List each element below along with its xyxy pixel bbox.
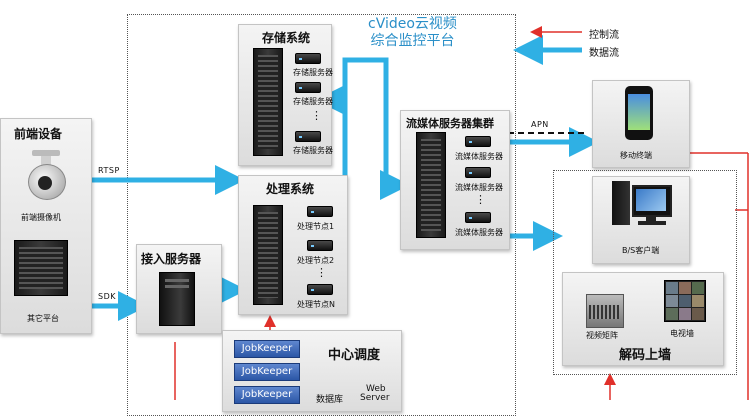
camera-icon <box>24 150 68 200</box>
storage-server-label: 存储服务器 <box>293 68 333 77</box>
rtsp-label: RTSP <box>98 166 120 175</box>
storage-title: 存储系统 <box>262 31 311 45</box>
processing-rack-icon <box>253 205 283 305</box>
decode-title: 解码上墙 <box>619 348 672 363</box>
video-matrix-icon <box>586 294 624 328</box>
camera-label: 前端摄像机 <box>21 213 61 222</box>
streaming-server-label: 流媒体服务器 <box>455 228 503 237</box>
mobile-label: 移动终端 <box>620 151 652 160</box>
legend-data-label: 数据流 <box>589 48 619 59</box>
platform-title: cVideo云视频 综合监控平台 <box>368 16 457 50</box>
streaming-server-label: 流媒体服务器 <box>455 183 503 192</box>
jobkeeper-box: JobKeeper <box>234 340 300 358</box>
bs-client-label: B/S客户端 <box>622 246 660 255</box>
storage-server-icon <box>295 131 321 142</box>
frontend-title: 前端设备 <box>14 127 63 141</box>
processing-ellipsis: ⋮ <box>316 266 327 279</box>
processing-node-icon <box>307 284 333 295</box>
processing-node-label: 处理节点N <box>297 300 335 309</box>
database-label: 数据库 <box>316 395 344 405</box>
processing-to-storage-arrow <box>315 85 348 188</box>
processing-node-icon <box>307 206 333 217</box>
video-matrix-label: 视频矩阵 <box>586 331 618 340</box>
access-server-title: 接入服务器 <box>141 252 202 266</box>
sdk-label: SDK <box>98 292 116 301</box>
storage-rack-icon <box>253 48 283 156</box>
storage-server-icon <box>295 82 321 93</box>
tower-server-icon <box>159 272 195 326</box>
storage-server-label: 存储服务器 <box>293 146 333 155</box>
storage-processing-to-stream-arrow <box>342 57 410 200</box>
web-label: Web <box>366 384 386 394</box>
streaming-title: 流媒体服务器集群 <box>406 117 494 130</box>
platform-title-line2: 综合监控平台 <box>370 33 455 49</box>
other-platform-label: 其它平台 <box>27 314 59 323</box>
streaming-server-label: 流媒体服务器 <box>455 152 503 161</box>
phone-icon <box>625 86 653 140</box>
streaming-server-icon <box>465 136 491 147</box>
jobkeeper-box: JobKeeper <box>234 386 300 404</box>
client-region <box>553 170 737 375</box>
processing-node-icon <box>307 240 333 251</box>
other-platform-icon <box>14 240 68 296</box>
server-label: Server <box>360 393 390 403</box>
storage-server-label: 存储服务器 <box>293 97 333 106</box>
processing-node-label: 处理节点1 <box>297 222 335 231</box>
platform-title-line1: cVideo云视频 <box>368 16 457 32</box>
processing-title: 处理系统 <box>266 182 315 196</box>
jobkeeper-box: JobKeeper <box>234 363 300 381</box>
desktop-icon <box>612 181 672 229</box>
storage-server-icon <box>295 53 321 64</box>
processing-node-label: 处理节点2 <box>297 256 335 265</box>
legend-control-label: 控制流 <box>589 30 619 41</box>
frontend-panel <box>0 118 92 334</box>
streaming-rack-icon <box>416 132 446 238</box>
streaming-server-icon <box>465 212 491 223</box>
dispatch-title: 中心调度 <box>328 348 381 363</box>
streaming-ellipsis: ⋮ <box>475 193 486 206</box>
tv-wall-label: 电视墙 <box>670 329 694 338</box>
tv-wall-icon <box>664 280 706 322</box>
storage-ellipsis: ⋮ <box>311 109 322 122</box>
apn-label: APN <box>531 120 549 129</box>
streaming-server-icon <box>465 167 491 178</box>
